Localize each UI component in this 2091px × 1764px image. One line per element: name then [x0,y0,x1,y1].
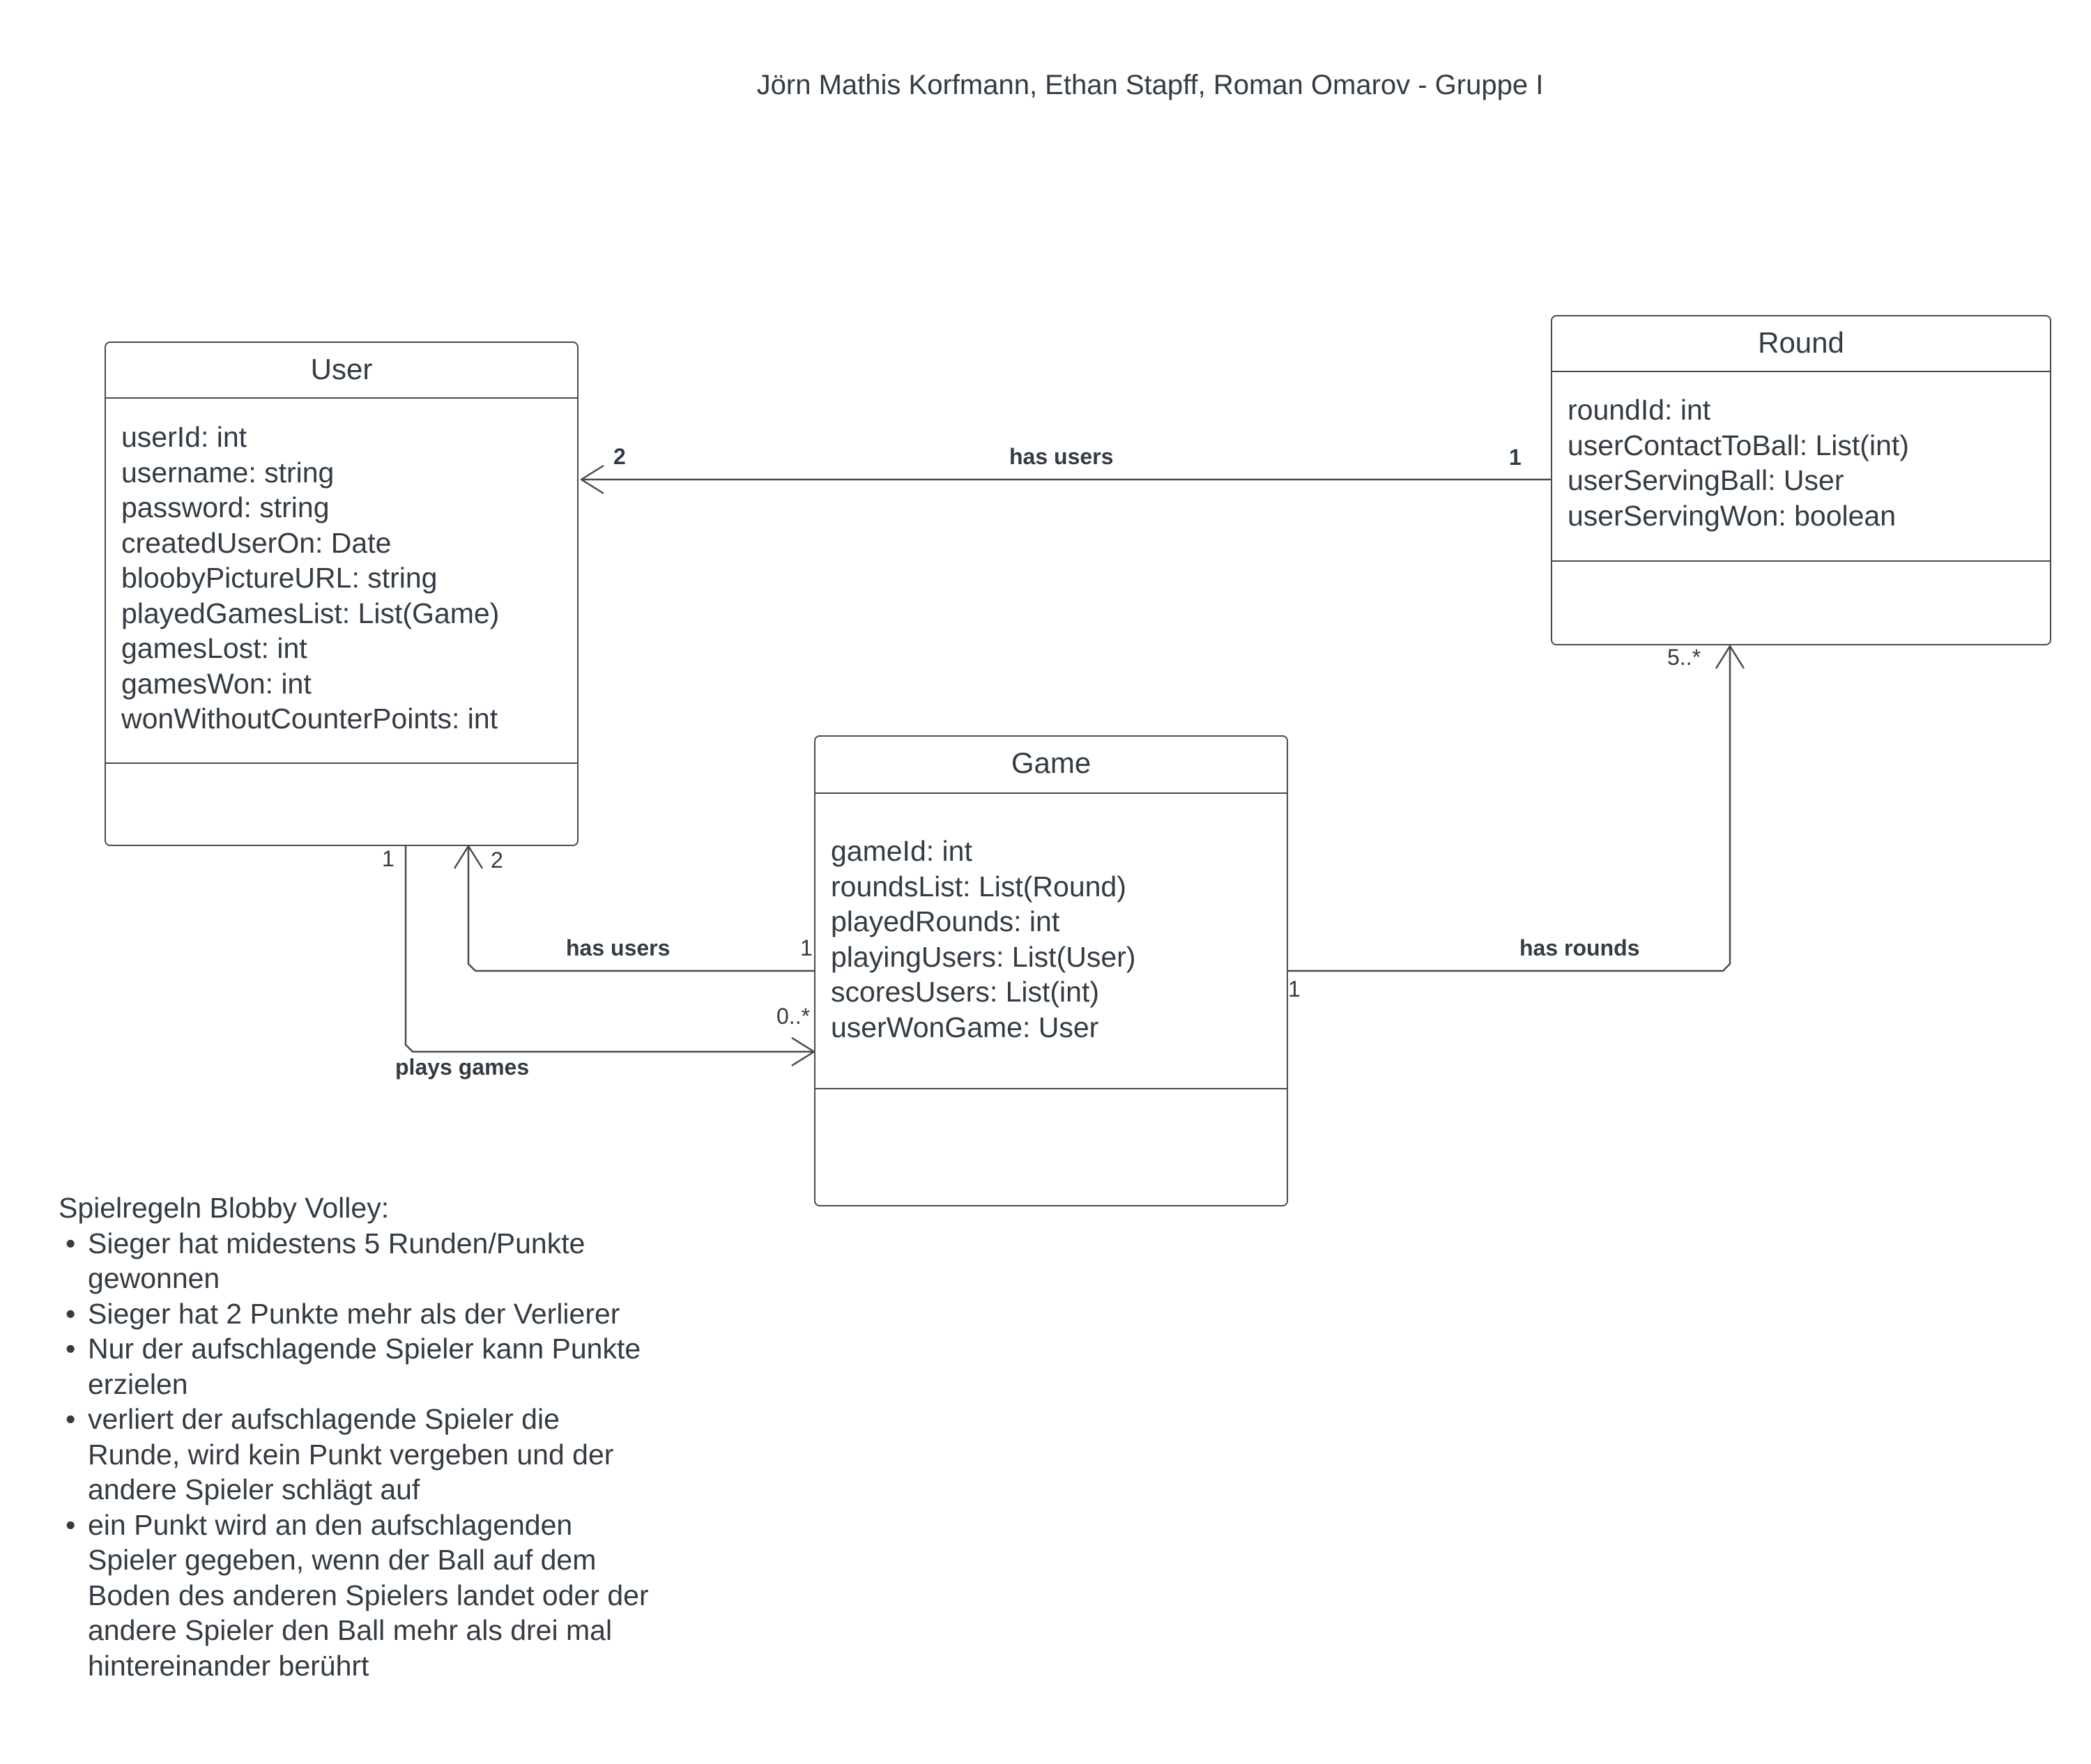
round-attribute: userServingBall: User [1568,464,1844,496]
round-class: Round roundId: int userContactToBall: Li… [1551,315,2051,645]
game-rule: ein Punkt wird an den aufschlagenden Spi… [66,1508,658,1684]
game-attribute: playedRounds: int [831,905,1060,937]
round-attribute: roundId: int [1568,394,1711,426]
game-rules-list: Sieger hat midestens 5 Runden/Punkte gew… [59,1226,658,1684]
round-user-target-multiplicity: 2 [613,444,626,469]
game-user-label: has users [566,935,671,960]
round-attribute: userContactToBall: List(int) [1568,429,1909,461]
user-attributes: userId: int username: string password: s… [106,399,577,764]
game-user-source-multiplicity: 1 [800,935,813,960]
round-operations [1552,562,2050,644]
diagram-title: Jörn Mathis Korfmann, Ethan Stapff, Roma… [756,70,1544,100]
game-rule: verliert der aufschlagende Spieler die R… [66,1402,658,1508]
user-game-target-multiplicity: 0..* [776,1004,811,1029]
user-attribute: playedGamesList: List(Game) [121,597,500,629]
round-user-source-multiplicity: 1 [1509,445,1522,470]
user-class-name: User [106,343,577,399]
game-user-line [467,846,814,972]
game-rules-heading: Spielregeln Blobby Volley: [59,1192,390,1224]
user-attribute: username: string [121,456,335,489]
game-rule: Nur der aufschlagende Spieler kann Punkt… [66,1331,658,1402]
game-round-target-multiplicity: 5..* [1667,645,1701,670]
round-user-label: has users [1009,444,1114,469]
user-attribute: bloobyPictureURL: string [121,562,438,594]
user-game-source-multiplicity: 1 [382,846,395,871]
game-class: Game gameId: int roundsList: List(Round)… [814,735,1288,1206]
game-rule: Sieger hat 2 Punkte mehr als der Verlier… [66,1296,658,1332]
game-attribute: gameId: int [831,835,972,867]
user-attribute: wonWithoutCounterPoints: int [121,703,498,735]
game-attribute: playingUsers: List(User) [831,940,1136,973]
game-attributes: gameId: int roundsList: List(Round) play… [815,794,1287,1089]
round-user-arrowhead [580,464,604,495]
user-attribute: createdUserOn: Date [121,526,392,559]
round-attributes: roundId: int userContactToBall: List(int… [1552,372,2050,562]
user-attribute: gamesWon: int [121,667,312,700]
game-rules-note: Spielregeln Blobby Volley: Sieger hat mi… [59,1190,658,1683]
game-round-arrowhead [1715,645,1745,669]
game-round-source-multiplicity: 1 [1288,976,1301,1002]
user-class: User userId: int username: string passwo… [105,342,579,846]
user-attribute: password: string [121,491,330,523]
game-operations [815,1089,1287,1205]
round-class-name: Round [1552,316,2050,372]
game-user-target-multiplicity: 2 [491,848,503,873]
user-attribute: userId: int [121,421,247,453]
user-operations [106,764,577,845]
game-class-name: Game [815,737,1287,794]
game-round-label: has rounds [1519,935,1640,960]
game-round-line [1288,646,1731,972]
round-attribute: userServingWon: boolean [1568,499,1897,532]
game-attribute: scoresUsers: List(int) [831,976,1100,1008]
game-attribute: roundsList: List(Round) [831,870,1126,903]
user-attribute: gamesLost: int [121,632,307,664]
user-game-line [404,846,814,1053]
game-user-arrowhead [453,845,484,869]
user-game-label: plays games [395,1054,530,1080]
game-attribute: userWonGame: User [831,1011,1099,1043]
game-rule: Sieger hat midestens 5 Runden/Punkte gew… [66,1226,658,1296]
